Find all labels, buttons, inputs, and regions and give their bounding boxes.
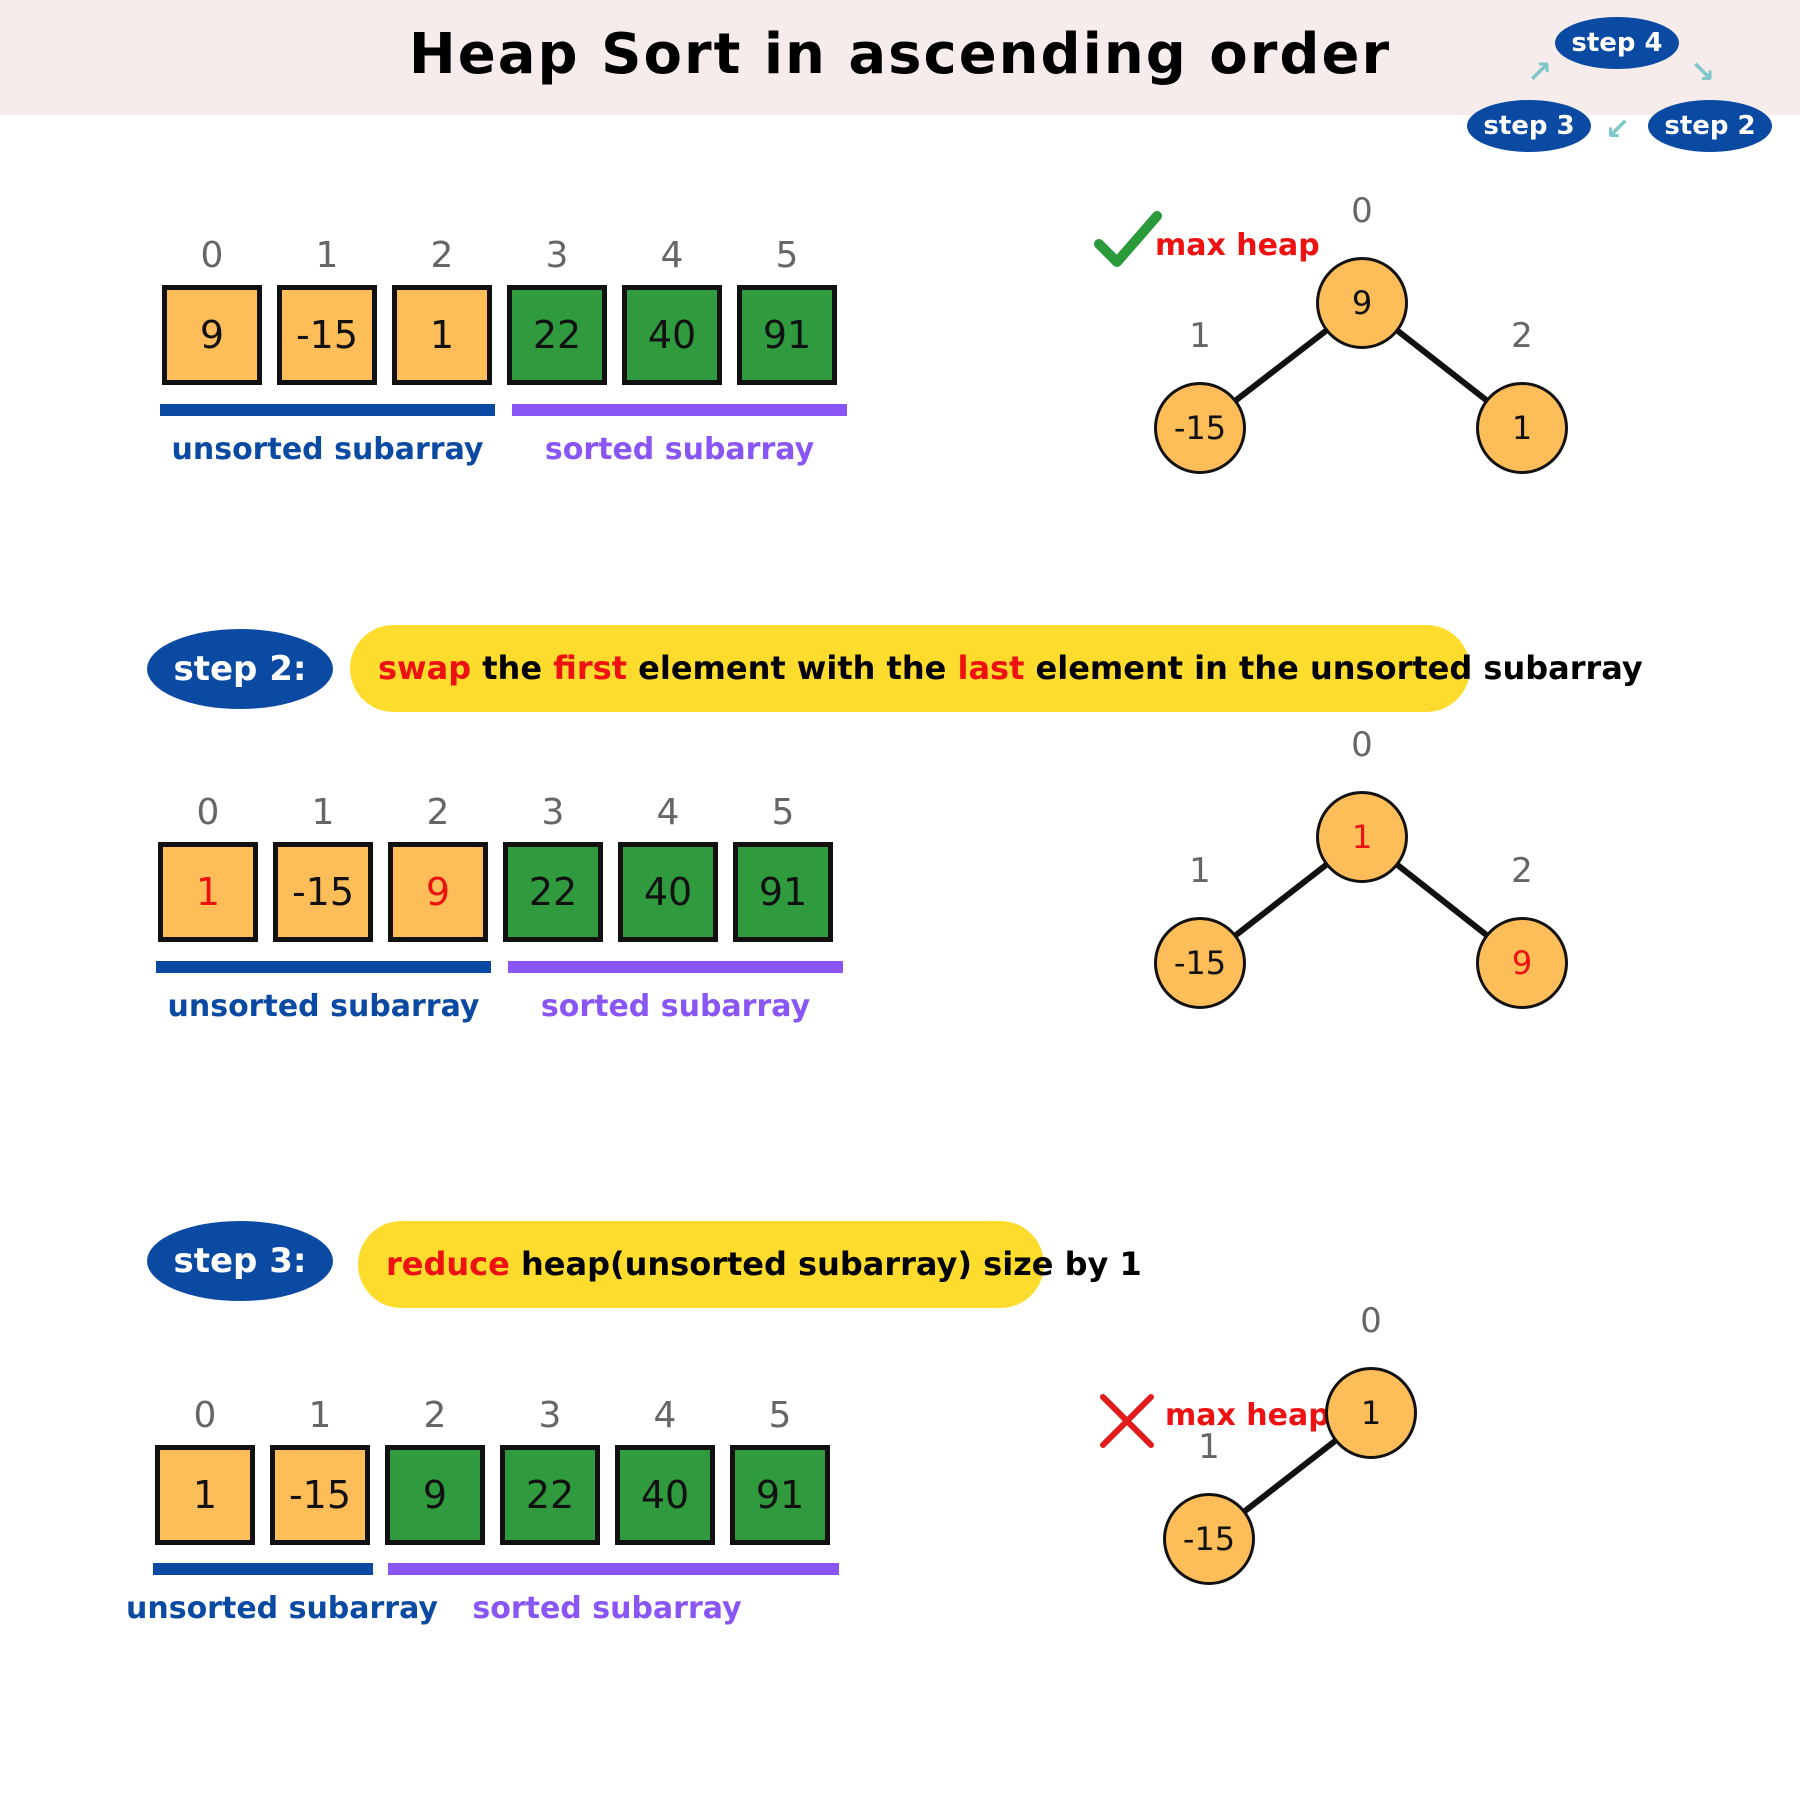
sorted-label: sorted subarray (540, 989, 811, 1024)
cycle-arrow-down-icon: ↘ (1690, 55, 1716, 90)
unsorted-bar (153, 1563, 373, 1575)
tree-node-index-label: 0 (1351, 191, 1373, 231)
sorted-bar (508, 961, 843, 973)
array-index-label: 5 (768, 1395, 792, 1436)
cross-icon (1100, 1394, 1154, 1448)
array-cell-unsorted: 9 (388, 842, 488, 942)
array-index-label: 5 (771, 792, 795, 833)
tree-node: -15 (1163, 1493, 1255, 1585)
array-index-label: 3 (541, 792, 565, 833)
sorted-bar (388, 1563, 839, 1575)
unsorted-bar (156, 961, 491, 973)
unsorted-bar (160, 404, 495, 416)
array-index-label: 0 (193, 1395, 217, 1436)
tree-node: 9 (1316, 257, 1408, 349)
array-cell-sorted: 22 (503, 842, 603, 942)
tree-node-index-label: 0 (1351, 725, 1373, 765)
array-cell-unsorted: -15 (273, 842, 373, 942)
cycle-step-4-badge: step 4 (1555, 17, 1679, 69)
array-index-label: 0 (200, 235, 224, 276)
step-2-badge: step 2: (147, 629, 333, 709)
array-index-label: 1 (315, 235, 339, 276)
array-index-label: 2 (430, 235, 454, 276)
banner-text: heap(unsorted subarray) size by 1 (509, 1245, 1142, 1283)
page-title: Heap Sort in ascending order (408, 22, 1392, 87)
array-cell-sorted: 91 (733, 842, 833, 942)
banner-text: the (471, 649, 554, 687)
array-index-label: 2 (426, 792, 450, 833)
banner-keyword-swap: swap (378, 649, 472, 687)
tree-node: 1 (1325, 1367, 1417, 1459)
tree-node: -15 (1154, 917, 1246, 1009)
array-cell-unsorted: 1 (392, 285, 492, 385)
tree-node: 9 (1476, 917, 1568, 1009)
array-cell-sorted: 40 (615, 1445, 715, 1545)
cycle-step-3-badge: step 3 (1467, 100, 1591, 152)
array-cell-sorted: 40 (618, 842, 718, 942)
array-index-label: 0 (196, 792, 220, 833)
tree-node: -15 (1154, 382, 1246, 474)
array-index-label: 2 (423, 1395, 447, 1436)
array-cell-sorted: 91 (737, 285, 837, 385)
cycle-arrow-up-icon: ↗ (1527, 55, 1553, 90)
array-index-label: 3 (545, 235, 569, 276)
array-index-label: 4 (660, 235, 684, 276)
tree-node-index-label: 0 (1360, 1301, 1382, 1341)
banner-keyword-reduce: reduce (386, 1245, 510, 1283)
array-index-label: 1 (311, 792, 335, 833)
tree-node-index-label: 2 (1511, 851, 1533, 891)
array-cell-unsorted: 1 (158, 842, 258, 942)
array-index-label: 5 (775, 235, 799, 276)
array-cell-sorted: 9 (385, 1445, 485, 1545)
array-cell-sorted: 22 (500, 1445, 600, 1545)
step-3-badge: step 3: (147, 1221, 333, 1301)
step-3-banner: reduce heap(unsorted subarray) size by 1 (358, 1221, 1142, 1308)
max-heap-label: max heap (1165, 1398, 1330, 1433)
array-cell-sorted: 22 (507, 285, 607, 385)
banner-keyword-first: first (553, 649, 628, 687)
array-cell-unsorted: 1 (155, 1445, 255, 1545)
array-index-label: 4 (656, 792, 680, 833)
array-index-label: 3 (538, 1395, 562, 1436)
tree-node-index-label: 2 (1511, 316, 1533, 356)
max-heap-label: max heap (1155, 228, 1320, 263)
array-cell-sorted: 40 (622, 285, 722, 385)
sorted-bar (512, 404, 847, 416)
array-index-label: 1 (308, 1395, 332, 1436)
array-cell-sorted: 91 (730, 1445, 830, 1545)
cycle-arrow-left-icon: ↙ (1605, 112, 1631, 147)
cycle-step-2-badge: step 2 (1648, 100, 1772, 152)
banner-text: element in the unsorted subarray (1024, 649, 1643, 687)
array-cell-unsorted: -15 (277, 285, 377, 385)
tree-node: 1 (1316, 791, 1408, 883)
tree-node-index-label: 1 (1189, 851, 1211, 891)
tree-node: 1 (1476, 382, 1568, 474)
tree-node-index-label: 1 (1198, 1427, 1220, 1467)
unsorted-label: unsorted subarray (167, 989, 480, 1024)
check-icon (1094, 211, 1162, 267)
tree-node-index-label: 1 (1189, 316, 1211, 356)
header-bar (0, 0, 1800, 115)
step-2-banner: swap the first element with the last ele… (350, 625, 1643, 712)
banner-keyword-last: last (957, 649, 1025, 687)
unsorted-label: unsorted subarray (171, 432, 484, 467)
array-cell-unsorted: 9 (162, 285, 262, 385)
array-index-label: 4 (653, 1395, 677, 1436)
array-cell-unsorted: -15 (270, 1445, 370, 1545)
banner-text: element with the (627, 649, 958, 687)
unsorted-label: unsorted subarray (126, 1591, 438, 1626)
sorted-label: sorted subarray (544, 432, 815, 467)
sorted-label: sorted subarray (472, 1591, 742, 1626)
